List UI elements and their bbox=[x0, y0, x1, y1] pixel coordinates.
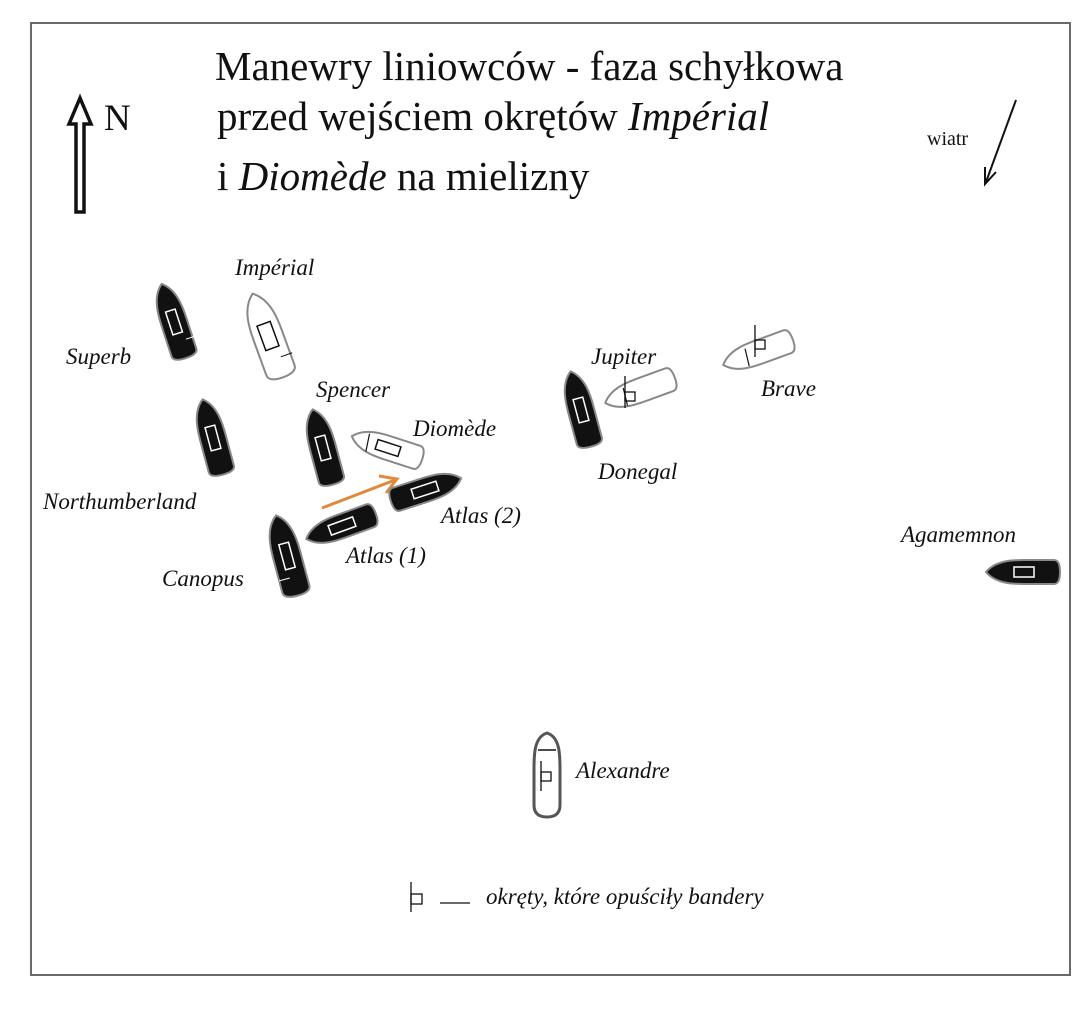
ship-atlas1 bbox=[305, 503, 379, 544]
label-northumberland: Northumberland bbox=[43, 489, 197, 514]
ship-superb bbox=[155, 282, 198, 361]
label-agamemnon: Agamemnon bbox=[901, 522, 1016, 547]
ship-jupiter bbox=[604, 367, 678, 408]
title-line-2: przed wejściem okrętów Impérial bbox=[217, 93, 770, 139]
ship-name-imperial: Impérial bbox=[627, 93, 770, 139]
label-alexandre: Alexandre bbox=[576, 758, 670, 783]
struck-flag-icon-jupiter bbox=[624, 376, 636, 408]
struck-flag-icon-brave bbox=[754, 325, 766, 357]
legend-flag-icon bbox=[410, 882, 470, 912]
map-frame bbox=[30, 22, 1071, 976]
ship-alexandre bbox=[532, 731, 562, 819]
ship-brave bbox=[722, 329, 796, 370]
label-donegal: Donegal bbox=[598, 459, 678, 484]
label-brave: Brave bbox=[761, 376, 816, 401]
label-imperial: Impérial bbox=[235, 255, 315, 280]
label-superb: Superb bbox=[66, 344, 132, 369]
ship-imperial bbox=[246, 292, 296, 381]
ship-spencer bbox=[305, 408, 346, 487]
atlas-movement-arrow bbox=[321, 474, 400, 510]
label-diomede: Diomède bbox=[413, 416, 497, 441]
legend-text: okręty, które opuściły bandery bbox=[486, 884, 764, 909]
title-line-1: Manewry liniowców - faza schyłkowa bbox=[215, 43, 844, 89]
ship-agamemnon bbox=[984, 559, 1062, 585]
ship-canopus bbox=[268, 514, 311, 598]
ship-donegal bbox=[563, 370, 604, 449]
struck-flag-icon-alexandre bbox=[540, 761, 552, 791]
ship-diomede bbox=[350, 430, 425, 470]
label-jupiter: Jupiter bbox=[591, 344, 657, 369]
label-atlas-2: Atlas (2) bbox=[441, 503, 521, 528]
north-label: N bbox=[104, 98, 131, 139]
label-canopus: Canopus bbox=[162, 566, 244, 591]
ship-atlas2 bbox=[388, 472, 463, 512]
north-arrow-icon bbox=[66, 93, 94, 214]
label-atlas-1: Atlas (1) bbox=[346, 543, 426, 568]
wind-arrow-icon bbox=[984, 99, 1017, 187]
title-line-3: i Diomède na mielizny bbox=[217, 153, 590, 199]
ship-northumberland bbox=[195, 398, 236, 477]
wind-label: wiatr bbox=[927, 128, 969, 150]
ship-name-diomede: Diomède bbox=[238, 153, 387, 199]
label-spencer: Spencer bbox=[316, 377, 391, 402]
